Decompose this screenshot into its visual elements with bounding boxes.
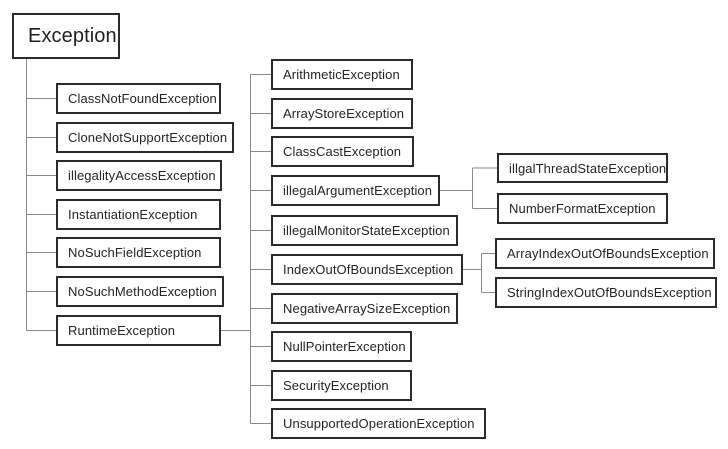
node-label: SecurityException (283, 378, 389, 393)
node-illgalthreadstateexception: illgalThreadStateException (497, 153, 668, 183)
node-indexoutofboundsexception: IndexOutOfBoundsException (271, 254, 463, 285)
node-label: ArithmeticException (283, 67, 400, 82)
node-label: RuntimeException (68, 323, 176, 338)
node-numberformatexception: NumberFormatException (497, 193, 668, 224)
node-label: StringIndexOutOfBoundsException (507, 285, 712, 300)
node-clonenotsupportexception: CloneNotSupportException (56, 122, 234, 153)
node-nosuchfieldexception: NoSuchFieldException (56, 237, 221, 268)
node-label: ClassNotFoundException (68, 91, 217, 106)
node-classnotfoundexception: ClassNotFoundException (56, 83, 221, 114)
node-label: illgalThreadStateException (509, 160, 667, 176)
node-illegalargumentexception: illegalArgumentException (271, 175, 440, 206)
node-nullpointerexception: NullPointerException (271, 331, 412, 362)
node-label: NullPointerException (283, 339, 406, 354)
node-classcastexception: ClassCastException (271, 136, 414, 167)
node-illegalmonitorstateexception: illegalMonitorStateException (271, 215, 458, 246)
node-label: illegalArgumentException (283, 183, 433, 198)
node-label: CloneNotSupportException (68, 130, 228, 145)
node-label: Exception (28, 24, 117, 47)
node-label: InstantiationException (68, 207, 198, 222)
node-arrayindexoutofboundsexception: ArrayIndexOutOfBoundsException (495, 238, 715, 269)
node-label: NegativeArraySizeException (283, 301, 451, 316)
node-instantiationexception: InstantiationException (56, 199, 221, 230)
node-illegalityaccessexception: illegalityAccessException (56, 160, 222, 191)
node-label: illegalMonitorStateException (283, 223, 450, 238)
node-arithmeticexception: ArithmeticException (271, 59, 413, 90)
node-nosuchmethodexception: NoSuchMethodException (56, 276, 224, 307)
node-label: ClassCastException (283, 144, 402, 159)
node-negativearraysizeexception: NegativeArraySizeException (271, 293, 458, 324)
node-exception: Exception (12, 13, 120, 59)
node-runtimeexception: RuntimeException (56, 315, 221, 346)
node-label: NoSuchFieldException (68, 245, 202, 260)
node-label: illegalityAccessException (68, 168, 216, 183)
node-label: ArrayIndexOutOfBoundsException (507, 246, 709, 261)
node-arraystoreexception: ArrayStoreException (271, 98, 413, 129)
node-stringindexoutofboundsexception: StringIndexOutOfBoundsException (495, 277, 717, 308)
node-securityexception: SecurityException (271, 370, 412, 401)
node-unsupportedoperationexception: UnsupportedOperationException (271, 408, 486, 439)
node-label: ArrayStoreException (283, 106, 405, 121)
node-label: UnsupportedOperationException (283, 416, 475, 431)
node-label: IndexOutOfBoundsException (283, 262, 454, 277)
node-label: NoSuchMethodException (68, 284, 217, 299)
node-label: NumberFormatException (509, 201, 656, 216)
